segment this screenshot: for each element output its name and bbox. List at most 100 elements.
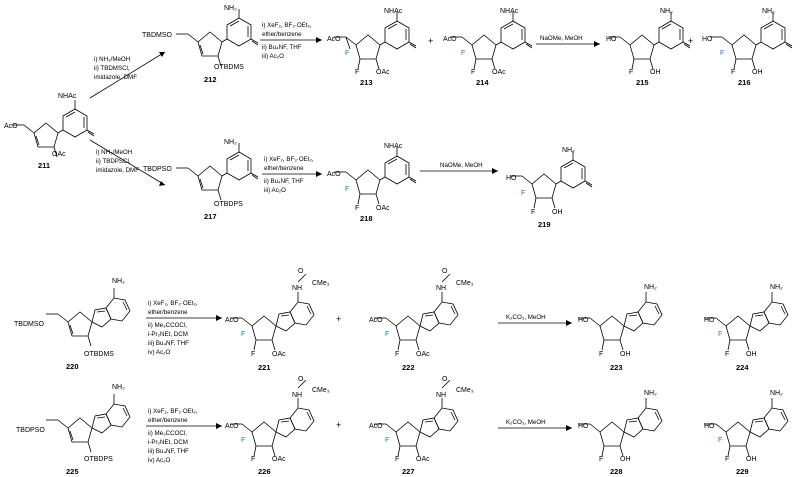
label-221-o: O [298, 268, 304, 275]
label-218-nhac: NHAc [384, 143, 403, 150]
label-218-aco: AcO [327, 171, 341, 178]
label-217-tbdpso: TBDPSO [143, 166, 172, 173]
compound-number-220: 220 [66, 362, 79, 371]
label-225-otbdps: OTBDPS [84, 456, 113, 463]
label-225-tbdpso: TBDPSO [16, 427, 45, 434]
compound-number-225: 225 [66, 467, 79, 476]
label-212-tbdmso: TBDMSO [142, 32, 173, 39]
label-212-nh2: NH₂ [224, 5, 237, 12]
svg-text:i-Pr₂NEt, DCM: i-Pr₂NEt, DCM [148, 439, 188, 446]
label-218-f: F [355, 205, 359, 212]
label-226-f-blue: F [241, 437, 245, 444]
label-211-aco: AcO [4, 123, 18, 130]
label-223-f: F [599, 351, 603, 358]
label-226-aco: AcO [225, 423, 239, 430]
svg-text:ether/benzene: ether/benzene [148, 417, 188, 424]
compound-225 [45, 393, 131, 453]
label-221-f: F [251, 351, 255, 358]
label-228-f: F [599, 456, 603, 463]
arrow-211-212 [89, 51, 166, 99]
conditions-217-218: i) XeF₂, BF₃·OEt₂, ether/benzene ii) Bu₄… [264, 156, 314, 194]
label-229-ho: HO [704, 423, 715, 430]
label-213-aco: AcO [327, 36, 341, 43]
compound-number-229: 229 [736, 467, 749, 476]
compound-228 [577, 397, 663, 457]
label-216-oh: OH [752, 69, 763, 76]
compound-number-217: 217 [204, 212, 217, 221]
compound-214 [449, 11, 533, 70]
svg-text:iii) Ac₂O: iii) Ac₂O [262, 53, 284, 60]
label-222-oac: OAc [416, 351, 430, 358]
compound-number-215: 215 [636, 78, 649, 87]
arrowhead-218-219 [492, 168, 498, 174]
compound-number-221: 221 [258, 363, 271, 372]
label-217-otbdps: OTBDPS [214, 201, 243, 208]
compound-221 [229, 273, 315, 351]
label-222-f-blue: F [385, 331, 389, 338]
label-221-oac: OAc [272, 351, 286, 358]
compound-number-213: 213 [360, 78, 373, 87]
svg-text:ether/benzene: ether/benzene [264, 165, 304, 172]
label-227-oac: OAc [416, 456, 430, 463]
arrowhead-211-212 [159, 52, 165, 57]
label-213-nhac: NHAc [384, 8, 403, 15]
svg-text:iv) Ac₂O: iv) Ac₂O [148, 349, 171, 356]
label-214-nhac: NHAc [500, 8, 519, 15]
label-219-nh2: NH₂ [562, 147, 575, 154]
compound-223 [577, 291, 663, 351]
label-227-f: F [395, 456, 399, 463]
label-211-oac: OAc [52, 151, 66, 158]
compound-number-219: 219 [538, 220, 551, 229]
conditions-211-217: i) NH₃/MeOH ii) TBDPSCl, imidazole, DMF [96, 149, 139, 174]
label-225-nh2: NH₂ [112, 384, 125, 391]
arrowhead-212-213 [316, 37, 322, 43]
label-215-f: F [629, 69, 633, 76]
conditions-225-226: i) XeF₂, BF₃·OEt₂, ether/benzene ii) Me₃… [148, 408, 198, 464]
label-227-f-blue: F [385, 437, 389, 444]
compound-226 [229, 379, 315, 457]
label-222-nh: NH [436, 285, 446, 292]
compound-224 [703, 291, 789, 351]
label-221-aco: AcO [225, 317, 239, 324]
plus-221-222: + [336, 314, 341, 324]
arrowhead-225-226 [216, 423, 222, 429]
label-219-f: F [531, 209, 535, 216]
svg-text:imidazole, DMF: imidazole, DMF [96, 167, 139, 174]
label-216-f-blue: F [720, 50, 724, 57]
label-211-nhac: NHAc [58, 93, 77, 100]
compound-number-211: 211 [38, 161, 50, 170]
label-213-f: F [355, 69, 359, 76]
label-224-oh: OH [746, 351, 757, 358]
label-218-f-blue: F [345, 186, 349, 193]
compound-222 [373, 273, 459, 351]
svg-text:ii) Me₃CCOCl,: ii) Me₃CCOCl, [148, 322, 187, 329]
plus-226-227: + [336, 420, 341, 430]
label-212-otbdms: OTBDMS [214, 64, 244, 71]
label-226-nh: NH [292, 392, 302, 399]
svg-text:iv) Ac₂O: iv) Ac₂O [148, 457, 171, 464]
label-219-ho: HO [506, 175, 517, 182]
label-228-ho: HO [578, 423, 589, 430]
compound-number-216: 216 [738, 78, 751, 87]
svg-text:iii) Bu₄NF, THF: iii) Bu₄NF, THF [148, 448, 189, 455]
label-227-cme3: CMe₃ [456, 387, 474, 394]
label-224-f-blue: F [718, 331, 722, 338]
label-222-aco: AcO [369, 317, 383, 324]
compound-229 [703, 397, 789, 457]
label-214-oac: OAc [492, 69, 506, 76]
compound-number-226: 226 [258, 467, 271, 476]
svg-text:ether/benzene: ether/benzene [148, 309, 188, 316]
arrowhead-220-221 [216, 315, 222, 321]
label-215-ho: HO [606, 36, 617, 43]
label-218-oac: OAc [376, 205, 390, 212]
conditions-212-213: i) XeF₂, BF₃·OEt₂, ether/benzene ii) Bu₄… [262, 22, 312, 60]
compound-number-218: 218 [360, 214, 373, 223]
svg-text:ii) Bu₄NF, THF: ii) Bu₄NF, THF [262, 44, 302, 51]
label-222-f: F [395, 351, 399, 358]
arrowhead-227-228 [566, 425, 572, 431]
label-216-f: F [731, 69, 735, 76]
compound-216 [709, 11, 793, 70]
plus-213-214: + [428, 36, 433, 46]
conditions-218-219: NaOMe, MeOH [440, 162, 483, 169]
